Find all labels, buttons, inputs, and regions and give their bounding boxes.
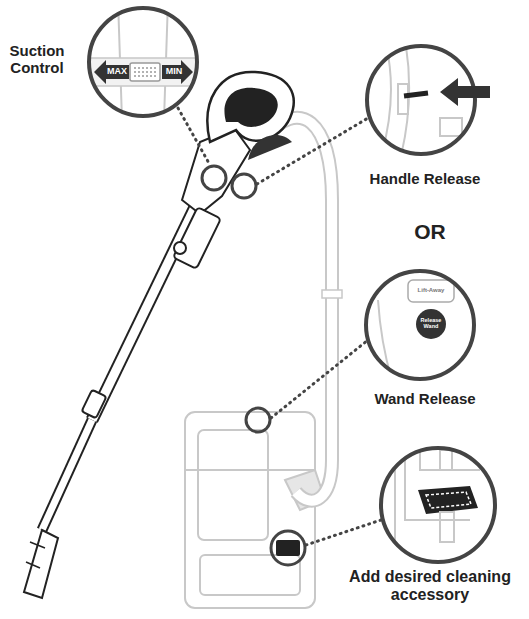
handle-fan (248, 135, 292, 160)
arrow-label: MAX (104, 66, 130, 76)
pod-edge (395, 450, 480, 560)
callout-circle (367, 46, 475, 154)
instruction-label: Add desired cleaning accessory (335, 568, 525, 605)
tool-post (440, 512, 454, 542)
leader-line (271, 340, 368, 418)
highlight-ring (232, 174, 256, 198)
arrow-label: MIN (161, 66, 187, 76)
max-arrow (94, 60, 129, 84)
callout-ring (89, 8, 197, 116)
highlight-ring (271, 531, 305, 565)
highlight-ring (202, 166, 226, 190)
highlight-ring (246, 408, 270, 432)
pod-seam (185, 469, 315, 471)
accessory-detail (395, 450, 480, 560)
leader-line (306, 520, 381, 545)
suction-detail (80, 0, 210, 120)
nozzle-ring (26, 562, 40, 568)
release-slot (398, 84, 408, 114)
callout-circle (381, 448, 495, 562)
leader-line (178, 108, 210, 165)
pod-body (185, 412, 325, 608)
button-label: Lift-Away (408, 287, 454, 294)
pod-base (200, 555, 300, 595)
part-label: Suction Control (0, 42, 74, 77)
accessory-brush (418, 486, 478, 514)
pod-outline (185, 412, 315, 608)
wand-joint (82, 390, 107, 419)
handle-opening (224, 88, 277, 127)
release-frame (440, 118, 462, 136)
leader-lines (178, 108, 381, 545)
brush-bristles (426, 492, 471, 508)
handle-body (182, 128, 250, 214)
part-label: Handle Release (360, 170, 490, 187)
slider (130, 63, 160, 81)
hose-clip (322, 290, 342, 298)
tool-slot (440, 450, 452, 470)
part-label: Wand Release (360, 390, 490, 407)
handle-detail (380, 40, 462, 160)
handle-collar (173, 207, 221, 269)
leader-line (257, 118, 368, 184)
button-label: Release Wand (416, 317, 446, 330)
callout-ring (367, 46, 475, 154)
callout-ring (381, 448, 495, 562)
lift-away-button (408, 280, 454, 302)
wand-inner (92, 205, 196, 420)
separator-word: OR (390, 220, 470, 244)
accessory-small (276, 540, 300, 556)
wand-outer (92, 205, 196, 420)
press-arrow (440, 78, 490, 106)
min-arrow (162, 60, 193, 84)
handle-loop (207, 72, 293, 142)
callout-ring (366, 271, 474, 379)
nozzle-ring (30, 542, 45, 548)
wand-lower-inner (42, 420, 92, 530)
wand-lower-outer (42, 420, 92, 530)
release-latch (404, 93, 428, 96)
release-wand-button (416, 309, 446, 339)
callout-circle (366, 271, 474, 379)
wand-nozzle (24, 530, 58, 598)
control-band (80, 58, 210, 86)
dust-cup (198, 430, 268, 540)
slider-grip (134, 68, 156, 76)
collar-button (174, 242, 186, 254)
